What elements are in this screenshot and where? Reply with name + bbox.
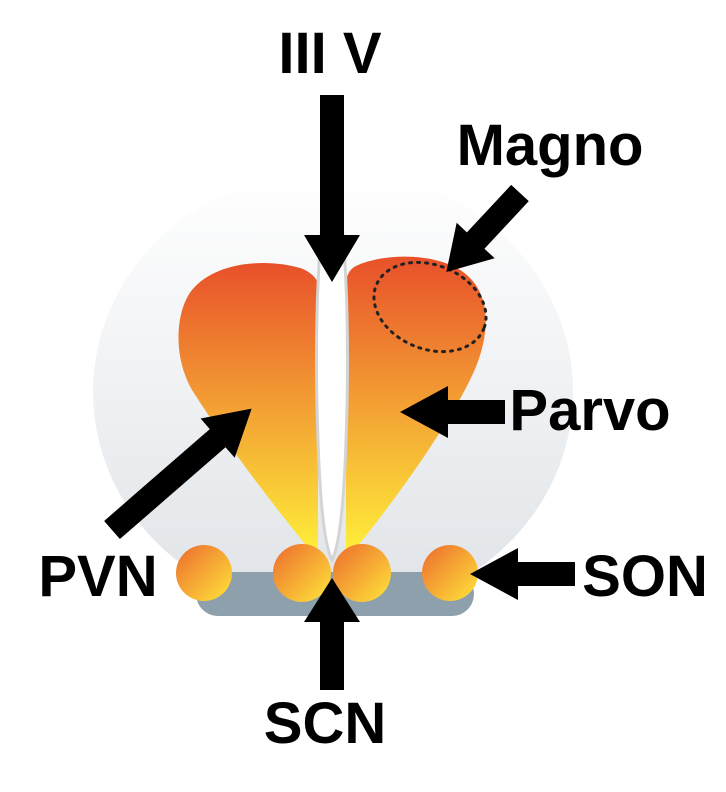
scn-nucleus-left (273, 544, 331, 602)
label-pvn: PVN (38, 544, 157, 609)
arrow-scn (304, 578, 360, 690)
label-son: SON (582, 544, 708, 609)
arrow-magno (446, 184, 529, 272)
label-magno: Magno (457, 113, 644, 178)
scn-nucleus-right (333, 544, 391, 602)
magno-region (372, 260, 488, 354)
son-nucleus-right (422, 545, 478, 601)
arrow-pvn (104, 408, 252, 540)
arrow-ventricle (304, 95, 360, 282)
arrow-son (470, 548, 575, 600)
label-parvo: Parvo (509, 378, 670, 443)
label-scn: SCN (264, 691, 386, 756)
label-ventricle: III V (278, 21, 381, 86)
pvn-nucleus-left (176, 545, 232, 601)
arrow-parvo (400, 386, 505, 438)
